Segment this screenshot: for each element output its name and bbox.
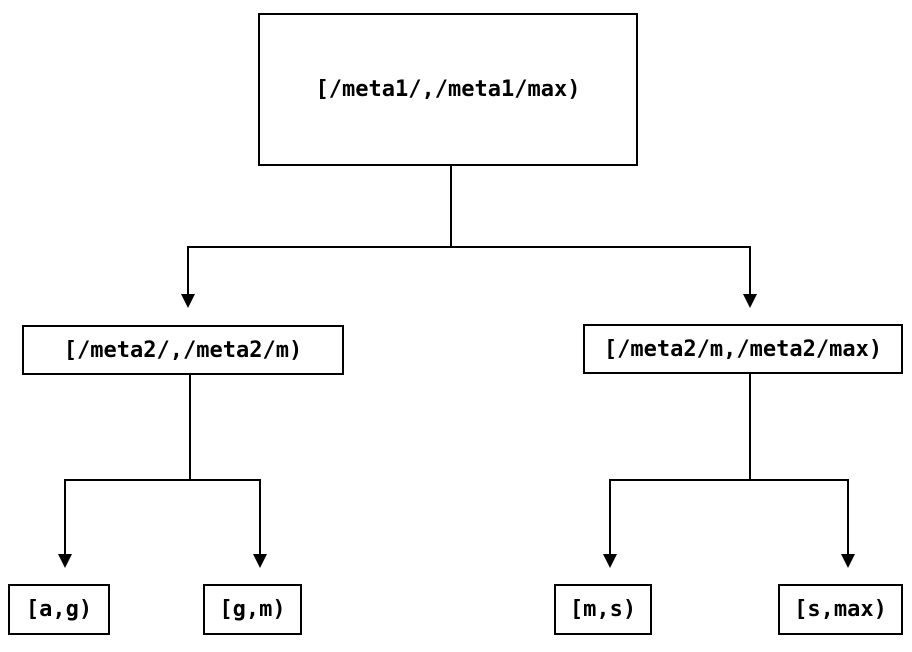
arrowhead-to-leaf1	[58, 554, 72, 568]
node-leaf-2: [g,m)	[203, 584, 302, 635]
node-level2-right-label: [/meta2/m,/meta2/max)	[603, 336, 883, 362]
node-leaf-2-label: [g,m)	[219, 597, 286, 622]
arrowhead-to-leaf2	[253, 554, 267, 568]
node-level2-left: [/meta2/,/meta2/m)	[22, 325, 344, 375]
arrowhead-to-left-node	[181, 294, 195, 308]
node-leaf-4-label: [s,max)	[794, 597, 887, 622]
node-leaf-4: [s,max)	[778, 584, 903, 635]
node-level2-left-label: [/meta2/,/meta2/m)	[63, 337, 303, 363]
arrowhead-to-leaf3	[603, 554, 617, 568]
node-level2-right: [/meta2/m,/meta2/max)	[583, 324, 903, 374]
node-leaf-3: [m,s)	[554, 584, 652, 635]
arrowhead-to-right-node	[743, 294, 757, 308]
node-leaf-3-label: [m,s)	[569, 597, 637, 622]
node-leaf-1: [a,g)	[8, 584, 110, 635]
node-leaf-1-label: [a,g)	[25, 597, 93, 622]
arrowhead-to-leaf4	[841, 554, 855, 568]
node-root: [/meta1/,/meta1/max)	[258, 13, 638, 166]
node-root-label: [/meta1/,/meta1/max)	[315, 77, 581, 102]
